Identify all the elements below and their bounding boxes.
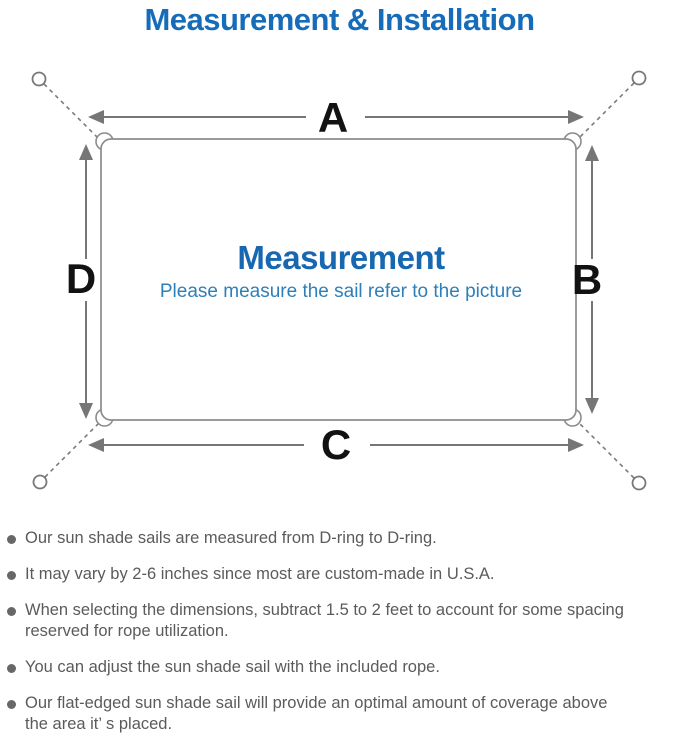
- arrowhead-left-icon: [88, 438, 104, 452]
- rope-bottom-left: [44, 420, 102, 478]
- anchor-point-icon: [631, 475, 647, 491]
- anchor-point-icon: [631, 70, 647, 86]
- notes-list: Our sun shade sails are measured from D-…: [0, 528, 679, 739]
- note-text: reserved for rope utilization.: [25, 622, 229, 640]
- dot-icon: [7, 663, 16, 673]
- note-item: Our flat-edged sun shade sail will provi…: [0, 693, 679, 735]
- diagram-center-title: Measurement: [237, 239, 445, 276]
- anchor-point-icon: [31, 71, 47, 87]
- rope-dashed-lines: [43, 82, 635, 479]
- arrow-heads: [79, 110, 599, 452]
- note-text: You can adjust the sun shade sail with t…: [25, 658, 440, 676]
- note-text: the area it’ s placed.: [25, 715, 173, 733]
- dot-icon: [7, 699, 16, 709]
- measurement-diagram: A B C D Measurement Please measure the s…: [0, 60, 679, 520]
- note-item: Our sun shade sails are measured from D-…: [0, 528, 679, 549]
- dimension-arrows: [85, 116, 593, 446]
- anchor-point-icon: [32, 474, 48, 490]
- dot-icon: [7, 570, 16, 580]
- note-item: It may vary by 2-6 inches since most are…: [0, 564, 679, 585]
- note-text: When selecting the dimensions, subtract …: [25, 601, 624, 619]
- note-text: Our flat-edged sun shade sail will provi…: [25, 694, 608, 712]
- dimension-label-a: A: [318, 94, 348, 141]
- note-text: Our sun shade sails are measured from D-…: [25, 529, 437, 547]
- note-item: You can adjust the sun shade sail with t…: [0, 657, 679, 678]
- shade-sail-rectangle: [100, 138, 577, 421]
- note-text: It may vary by 2-6 inches since most are…: [25, 565, 495, 583]
- arrowhead-down-icon: [585, 398, 599, 414]
- arrowhead-down-icon: [79, 403, 93, 419]
- anchor-points: [31, 70, 647, 491]
- page-title: Measurement & Installation: [144, 2, 535, 37]
- note-item: When selecting the dimensions, subtract …: [0, 600, 679, 642]
- arrowhead-right-icon: [568, 438, 584, 452]
- rope-top-right: [576, 82, 635, 141]
- diagram-center-subtitle: Please measure the sail refer to the pic…: [160, 281, 522, 302]
- dimension-label-d: D: [66, 255, 96, 302]
- dot-icon: [7, 534, 16, 544]
- rope-bottom-right: [576, 420, 635, 479]
- arrowhead-up-icon: [79, 144, 93, 160]
- dimension-label-c: C: [321, 421, 351, 468]
- sail-measurement-figure: A B C D Measurement Please measure the s…: [31, 70, 647, 491]
- dot-icon: [7, 606, 16, 616]
- dimension-label-b: B: [572, 256, 602, 303]
- rope-top-left: [43, 83, 101, 141]
- arrowhead-up-icon: [585, 145, 599, 161]
- arrowhead-left-icon: [88, 110, 104, 124]
- arrowhead-right-icon: [568, 110, 584, 124]
